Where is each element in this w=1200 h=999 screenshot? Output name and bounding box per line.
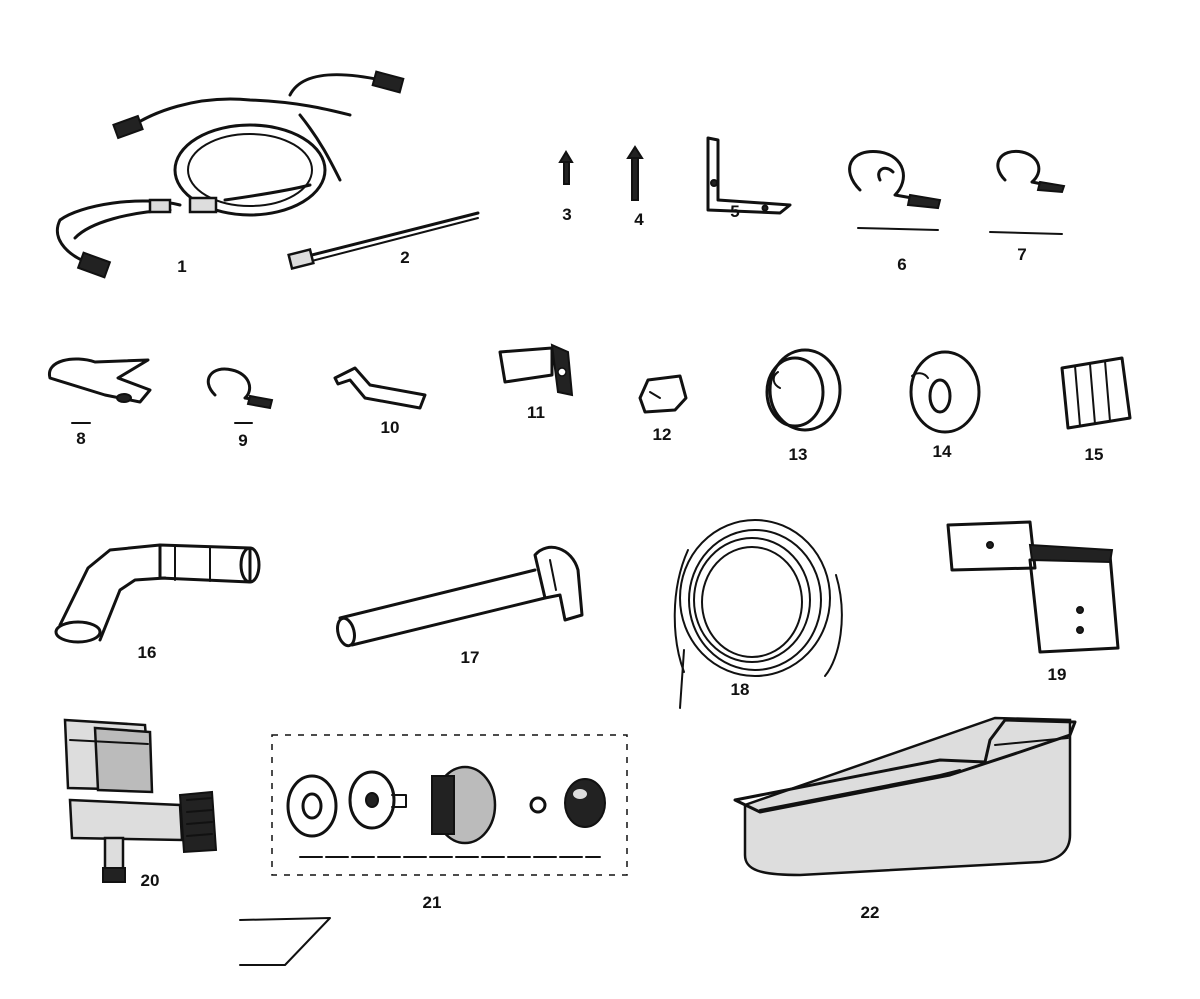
part-label: 13 <box>789 445 808 464</box>
part-label: 16 <box>138 643 157 662</box>
part-7-clamp <box>989 149 1066 235</box>
part-label: 6 <box>897 255 906 274</box>
part-19-bracket <box>946 520 1120 654</box>
part-9-clamp <box>207 367 274 424</box>
part-label: 21 <box>423 893 442 912</box>
part-label: 19 <box>1048 665 1067 684</box>
part-label: 14 <box>933 442 952 461</box>
part-11-bracket <box>498 343 574 397</box>
part-22-ice-tray <box>733 716 1077 877</box>
part-label: 18 <box>731 680 750 699</box>
part-13-washer <box>765 348 842 432</box>
part-16-elbow-tube <box>54 543 261 644</box>
part-label: 3 <box>562 205 571 224</box>
part-label: 1 <box>177 257 186 276</box>
part-label: 9 <box>238 431 247 450</box>
part-label: 12 <box>653 425 672 444</box>
part-label: 5 <box>730 202 739 221</box>
part-18-coil <box>673 519 843 709</box>
part-3-screw <box>558 150 574 185</box>
part-4-screw <box>626 145 644 201</box>
part-label: 22 <box>861 903 880 922</box>
part-label: 11 <box>527 403 545 422</box>
part-label: 20 <box>141 871 160 890</box>
part-15-block <box>1060 356 1132 430</box>
part-10-strip <box>333 366 427 410</box>
part-label: 7 <box>1017 245 1026 264</box>
part-label: 8 <box>76 429 85 448</box>
part-17-pipe <box>336 545 584 648</box>
part-12-block <box>638 374 688 414</box>
part-label: 15 <box>1085 445 1104 464</box>
stray-line-mark <box>239 917 331 966</box>
part-6-clamp <box>848 150 942 231</box>
part-label: 2 <box>400 248 409 267</box>
part-8-clip <box>48 357 152 424</box>
part-label: 17 <box>461 648 480 667</box>
part-21-kit <box>271 734 628 876</box>
part-5-bracket <box>706 136 792 215</box>
part-20-water-valve <box>63 718 218 883</box>
part-label: 4 <box>634 210 644 229</box>
part-14-ring <box>909 350 981 434</box>
part-1-wire-harness <box>56 70 405 279</box>
part-label: 10 <box>381 418 400 437</box>
part-2-rod <box>287 211 480 270</box>
